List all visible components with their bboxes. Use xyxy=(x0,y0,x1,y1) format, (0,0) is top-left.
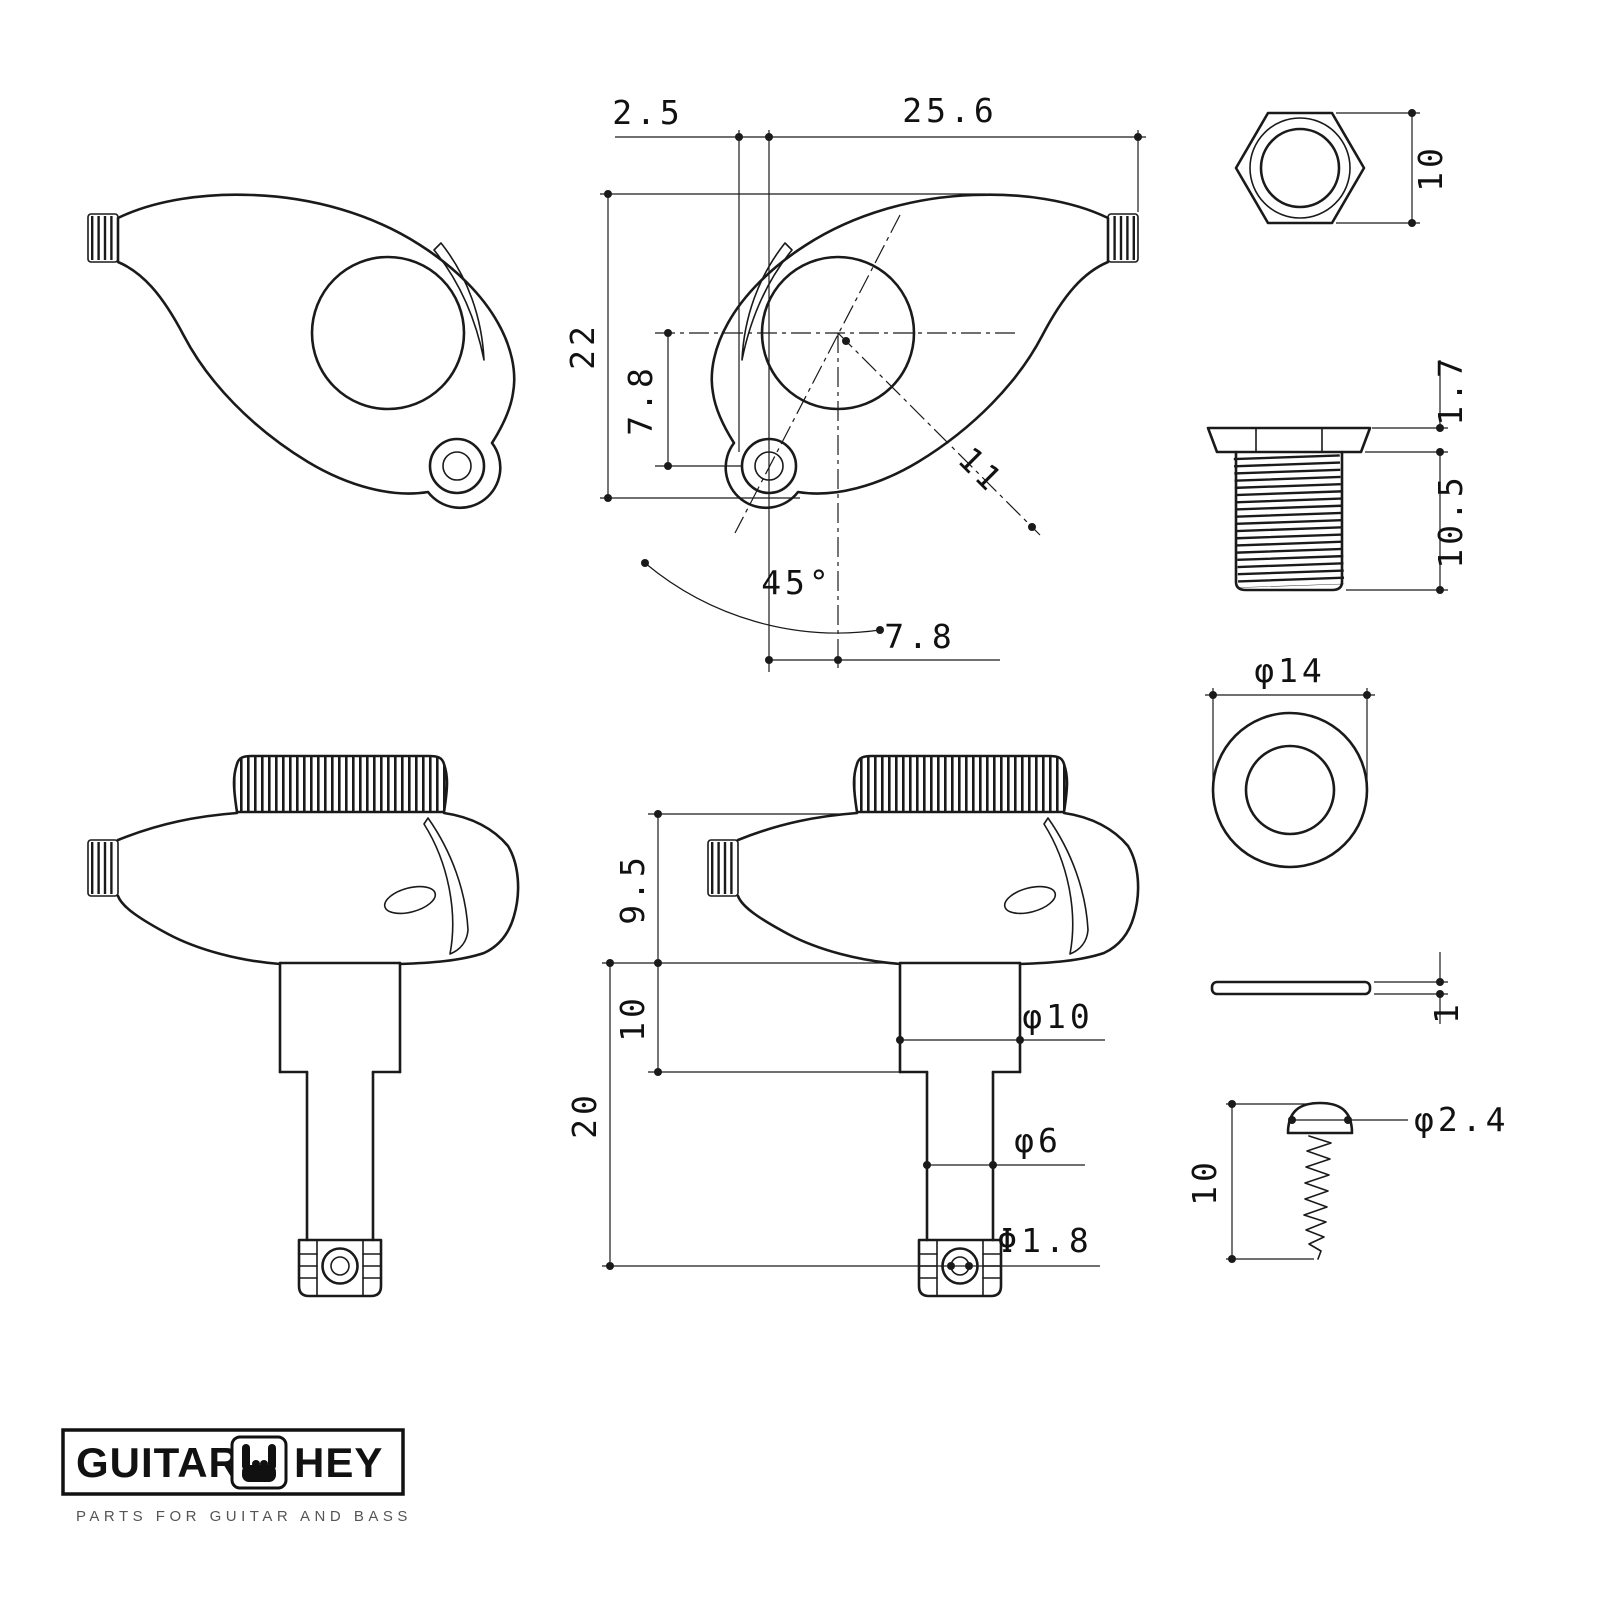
dim-label-body-height: 22 xyxy=(563,322,602,370)
nut-bore-circle xyxy=(1259,127,1341,209)
logo-tagline: PARTS FOR GUITAR AND BASS xyxy=(76,1508,412,1525)
dim-label-angle: 45° xyxy=(761,563,833,602)
dimension-lines-front xyxy=(602,810,1105,1270)
dim-label-body-length: 25.6 xyxy=(902,91,997,130)
bushing-thread-lines xyxy=(1233,454,1345,588)
washer-side-outline xyxy=(1210,980,1372,996)
dim-label-flange-height: 1.7 xyxy=(1431,354,1470,426)
front-view-dimensioned: 9.5 10 20 φ10 φ6 Φ1.8 xyxy=(565,756,1138,1296)
bushing-body-outline xyxy=(1234,450,1344,592)
hex-nut-view: 10 xyxy=(1234,109,1450,227)
dimension-lines-spacer xyxy=(1374,952,1448,1024)
washer-inner-circle xyxy=(1244,744,1336,836)
nut-chamfer-circle xyxy=(1249,117,1351,219)
dimension-lines-nut xyxy=(1336,109,1420,227)
dim-label-shaft-diameter: φ6 xyxy=(1014,1121,1062,1160)
dim-label-screw-head-diameter: φ2.4 xyxy=(1414,1100,1509,1139)
top-view-plain xyxy=(88,195,514,508)
dimension-lines-washer xyxy=(1205,688,1375,786)
dim-label-screw-length: 10 xyxy=(1185,1158,1224,1206)
guitarhey-logo: GUITAR HEY PARTS FOR GUITAR AND BASS xyxy=(61,1428,412,1525)
dim-label-hole-offset: 7.8 xyxy=(884,617,956,656)
screw-thread-zigzag xyxy=(1303,1135,1332,1260)
top-view-dimensioned: 2.5 25.6 22 7.8 45° 11 7.8 xyxy=(563,91,1146,672)
front-view-plain xyxy=(88,756,518,1296)
dim-label-center-distance: 11 xyxy=(950,439,1011,500)
screw-head xyxy=(1286,1101,1354,1135)
dim-label-post-upper: 10 xyxy=(613,994,652,1042)
washer-side-view: 1 xyxy=(1210,952,1466,1024)
threaded-bushing-view: 1.7 10.5 xyxy=(1206,354,1470,594)
dim-label-across-flats: 10 xyxy=(1411,144,1450,192)
dimension-lines-top xyxy=(600,130,1146,672)
dim-label-post-diameter: φ10 xyxy=(1022,997,1094,1036)
dim-label-post-total: 20 xyxy=(565,1091,604,1139)
dimension-lines-screw xyxy=(1226,1100,1408,1263)
rock-hand-icon xyxy=(242,1444,276,1482)
bushing-flange xyxy=(1206,426,1372,454)
logo-text-hey: HEY xyxy=(294,1439,383,1486)
dim-label-hole-drop: 7.8 xyxy=(621,364,660,436)
washer-outer-circle xyxy=(1211,711,1369,869)
dim-label-housing-height: 9.5 xyxy=(613,853,652,925)
washer-front-view: φ14 xyxy=(1205,651,1375,869)
mounting-screw-view: 10 φ2.4 xyxy=(1185,1100,1509,1263)
dim-label-washer-diameter: φ14 xyxy=(1254,651,1326,690)
dim-label-string-hole: Φ1.8 xyxy=(997,1221,1092,1260)
dim-label-edge-offset: 2.5 xyxy=(612,93,684,132)
logo-text-guitar: GUITAR xyxy=(76,1439,240,1486)
dim-label-thickness: 1 xyxy=(1427,1000,1466,1024)
dimension-lines-bushing xyxy=(1346,360,1448,594)
dim-label-thread-length: 10.5 xyxy=(1431,473,1470,568)
hex-nut-outline xyxy=(1234,111,1366,225)
